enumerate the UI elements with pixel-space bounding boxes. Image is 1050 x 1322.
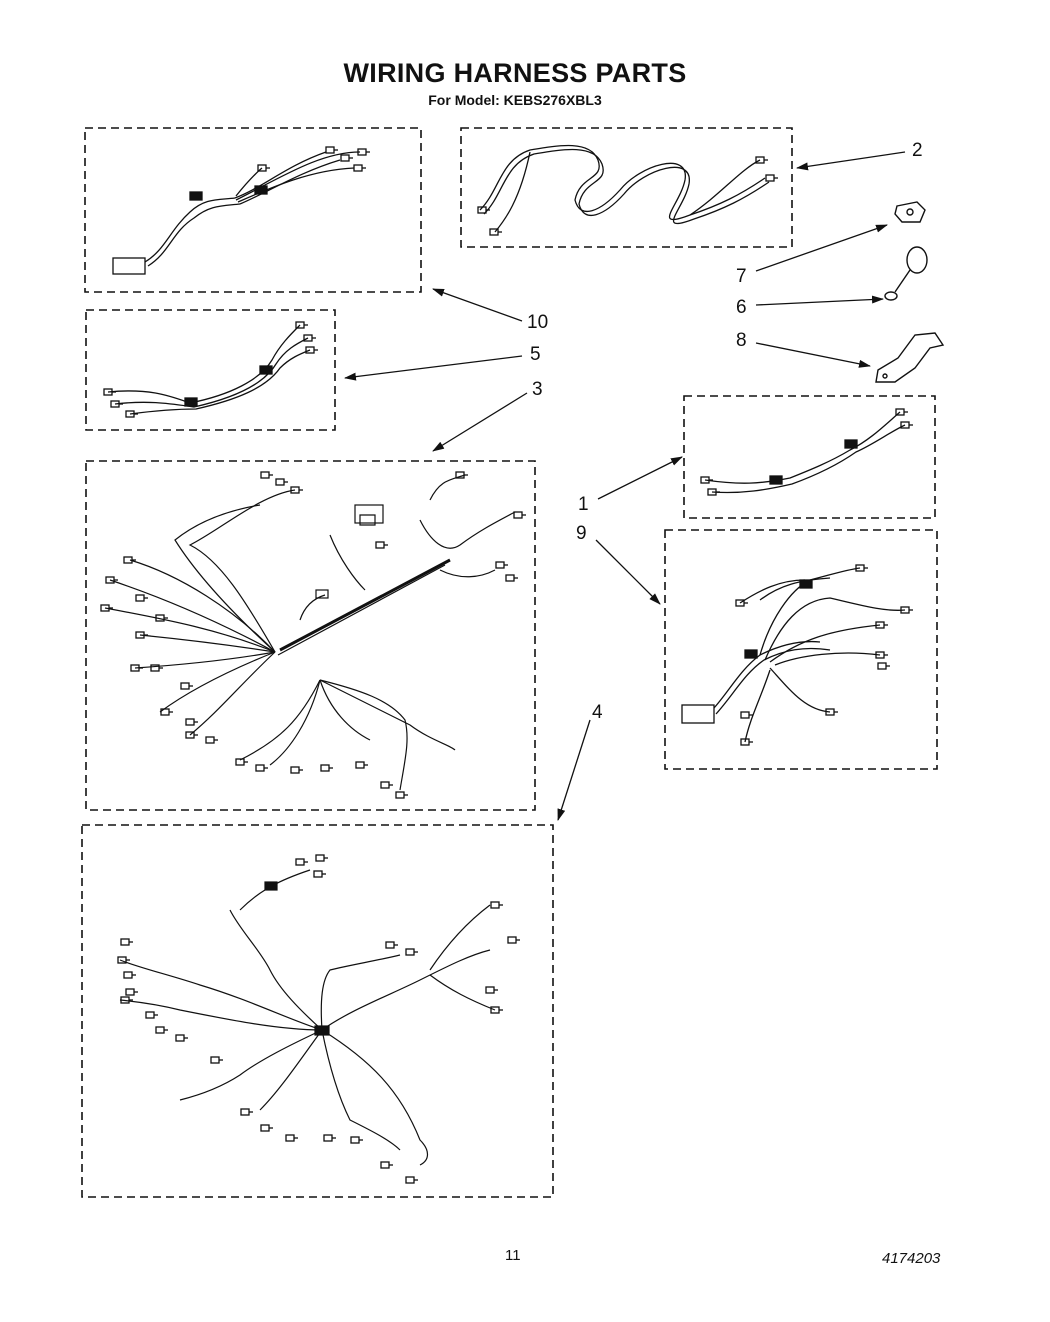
- page-number: 11: [505, 1247, 521, 1264]
- leader-5: [344, 355, 523, 381]
- harness-part-9: [681, 564, 914, 746]
- model-subtitle: For Model: KEBS276XBL3: [428, 92, 602, 108]
- harness-part-3: [100, 471, 527, 799]
- harness-part-2: [477, 144, 779, 236]
- leader-7: [755, 224, 888, 272]
- box-part-3: [85, 460, 536, 811]
- box-part-5: [85, 309, 336, 431]
- box-part-10: [84, 127, 422, 293]
- callout-6: 6: [736, 297, 747, 318]
- harness-part-10: [112, 146, 371, 275]
- box-part-4: [81, 824, 554, 1198]
- harness-part-4: [117, 854, 521, 1184]
- callout-8: 8: [736, 330, 747, 351]
- page-title: WIRING HARNESS PARTS: [343, 58, 687, 88]
- callout-1: 1: [578, 494, 589, 515]
- callout-2: 2: [912, 140, 923, 161]
- leader-8: [755, 342, 871, 368]
- callout-9: 9: [576, 523, 587, 544]
- callout-4: 4: [592, 702, 603, 723]
- grommet-part-6: [884, 246, 928, 301]
- callout-7: 7: [736, 266, 747, 287]
- callout-10: 10: [527, 312, 549, 333]
- callout-5: 5: [530, 344, 541, 365]
- leader-3: [432, 392, 528, 452]
- leader-9: [595, 539, 661, 605]
- clip-part-7: [894, 201, 926, 223]
- callout-3: 3: [532, 379, 543, 400]
- box-part-9: [664, 529, 938, 770]
- leader-4: [557, 719, 591, 821]
- harness-part-5: [103, 321, 319, 418]
- leader-6: [755, 295, 884, 306]
- leader-1: [597, 456, 683, 500]
- box-part-2: [460, 127, 793, 248]
- document-number: 4174203: [882, 1250, 941, 1267]
- bracket-part-8: [875, 332, 945, 383]
- harness-part-1: [700, 408, 914, 496]
- leader-2: [796, 151, 906, 171]
- box-part-1: [683, 395, 936, 519]
- leader-10: [432, 288, 523, 322]
